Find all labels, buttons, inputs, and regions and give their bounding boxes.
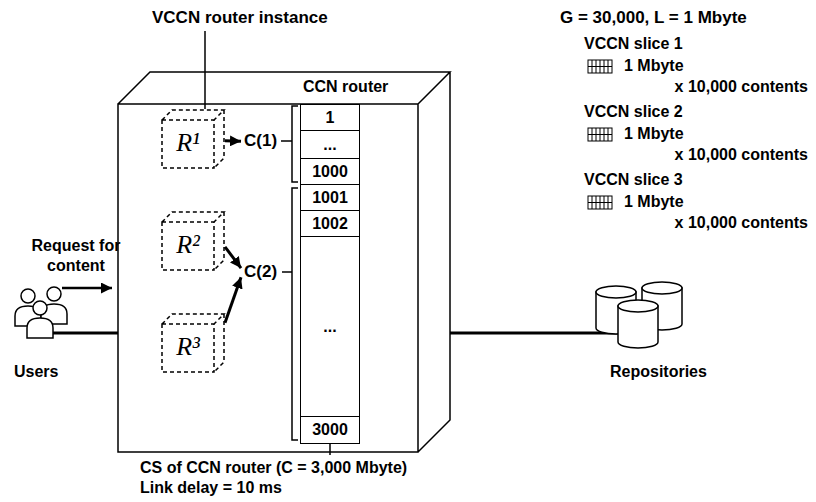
grid-frame (588, 128, 612, 141)
router-box: CCN routerR¹ R² R³ C(1) C(2) 1... 1000 1001 1002… (118, 72, 450, 452)
slice-title: VCCN slice 2 (584, 102, 683, 122)
grid-icon (588, 196, 612, 209)
user-body (27, 318, 53, 338)
slice-title: VCCN slice 1 (584, 34, 683, 54)
router-instance-box: R² (162, 212, 224, 270)
cs-slot-cell: 1 (300, 104, 360, 132)
grid-frame (588, 196, 612, 209)
bracket-stem (281, 140, 292, 142)
instance-name: R¹ (162, 118, 214, 168)
router-instance-box: R³ (162, 314, 224, 372)
content-size: 1 Mbyte (624, 124, 684, 144)
user-head (21, 289, 35, 303)
grid-lines (588, 196, 612, 209)
slot-number: 1002 (312, 214, 348, 233)
cylinder-top (642, 282, 682, 294)
bracket (292, 188, 298, 440)
cube-outline (162, 110, 224, 168)
cs-slot-cell: 1002 (300, 210, 360, 238)
instance-name: R³ (162, 322, 214, 372)
connectors (225, 141, 241, 323)
partition-brackets (281, 106, 298, 440)
leader-line (329, 444, 331, 455)
parameter-note: G = 30,000, L = 1 Mbyte (560, 7, 747, 28)
network-link (53, 332, 118, 335)
network-link (450, 332, 618, 335)
link-delay-note: Link delay = 10 ms (140, 478, 282, 498)
repositories-label: Repositories (610, 362, 707, 382)
partition-name: C(1) (244, 131, 277, 151)
content-count: x 10,000 contents (675, 213, 808, 233)
bracket-stem (282, 271, 292, 273)
grid-frame (588, 60, 612, 73)
router-title: CCN router (303, 77, 388, 96)
cs-slot-cell: 1000 (300, 158, 360, 186)
content-count: x 10,000 contents (675, 145, 808, 165)
router-instance-box: R¹ (162, 110, 224, 168)
slot-number: 1001 (312, 188, 348, 207)
cube-outline (162, 314, 224, 372)
leader-line (204, 31, 206, 109)
grid-icon (588, 60, 612, 73)
cs-note: CS of CCN router (C = 3,000 Mbyte) (140, 458, 407, 478)
bracket (292, 106, 298, 182)
cube-outline (162, 212, 224, 270)
cs-slot-cell: 3000 (300, 416, 360, 444)
cube-outline (118, 72, 450, 452)
user-head (47, 287, 61, 301)
cs-slot-cell: 1001 (300, 184, 360, 212)
users-label: Users (14, 362, 58, 382)
mapping-arrow (225, 277, 241, 322)
content-size: 1 Mbyte (624, 192, 684, 212)
cylinder-top (618, 300, 658, 312)
slice-title: VCCN slice 3 (584, 170, 683, 190)
partition-name: C(2) (244, 262, 277, 282)
user-head (33, 301, 47, 315)
cache-partition-label: C(1) (244, 131, 277, 151)
mapping-arrow (225, 247, 241, 268)
cache-partition-label: C(2) (244, 262, 277, 282)
slot-number: ... (323, 135, 336, 154)
callout-label: VCCN router instance (152, 7, 328, 28)
content-size: 1 Mbyte (624, 56, 684, 76)
content-count: x 10,000 contents (675, 77, 808, 97)
request-arrow (62, 287, 112, 290)
grid-lines (588, 60, 612, 73)
grid-icon (588, 128, 612, 141)
router-outline (118, 72, 450, 452)
slot-number: 3000 (312, 420, 348, 439)
slot-number: ... (323, 317, 336, 336)
users-icon (15, 287, 67, 338)
mapping-arrow (225, 139, 241, 142)
cylinder-top (596, 286, 636, 298)
repositories-icon (596, 282, 682, 348)
grid-lines (588, 128, 612, 141)
slot-number: 1 (326, 108, 335, 127)
cs-slot-cell: ... (300, 130, 360, 160)
request-label: Request for content (20, 236, 132, 276)
instance-name: R² (162, 220, 214, 270)
slot-number: 1000 (312, 162, 348, 181)
cs-slot-cell: ... (300, 236, 360, 418)
